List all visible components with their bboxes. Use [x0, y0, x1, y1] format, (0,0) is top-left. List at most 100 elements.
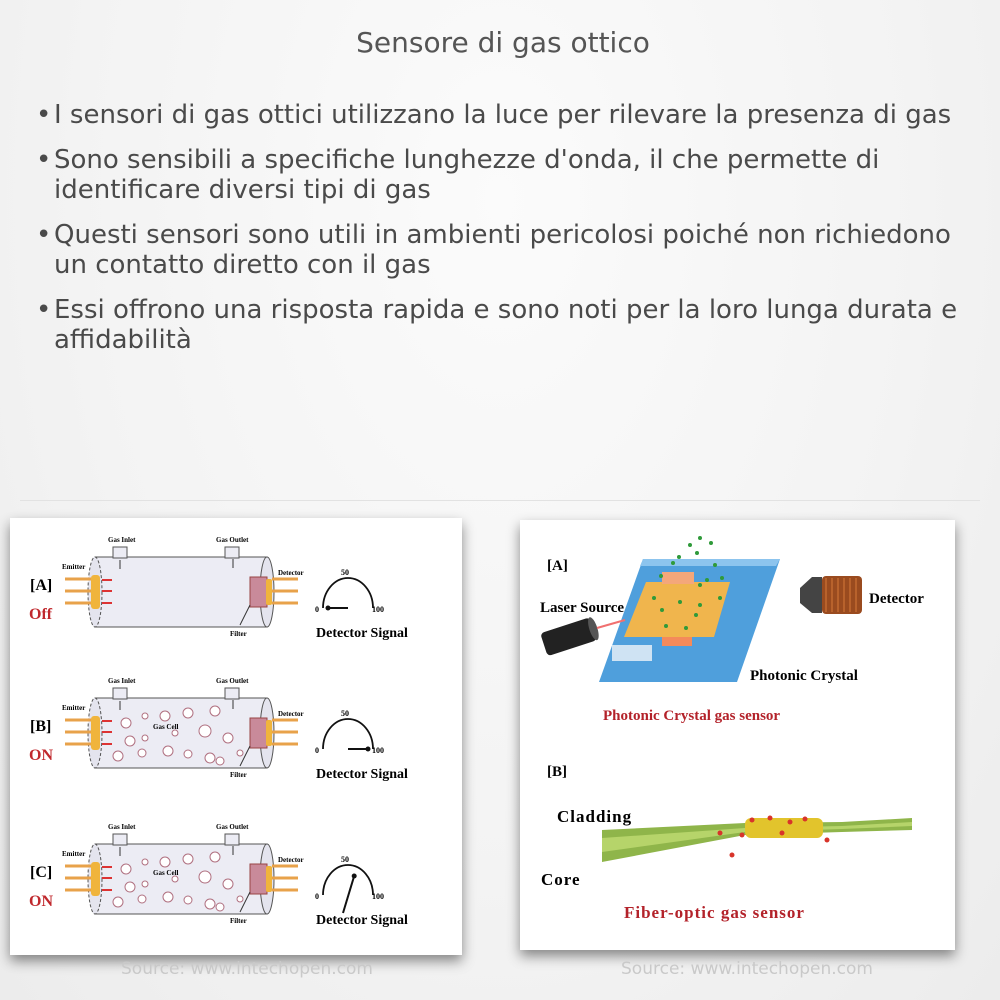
emitter-beams — [65, 577, 91, 605]
label-filter: Filter — [230, 630, 247, 638]
panel-tag: [C] — [30, 864, 52, 881]
gauge-arc — [322, 718, 374, 750]
gauge-max: 100 — [372, 746, 384, 755]
emitter-beams — [65, 864, 91, 892]
detector-beams — [272, 718, 298, 746]
filter-pointer — [239, 745, 251, 767]
gauge-min: 0 — [315, 892, 319, 901]
waveguide-out — [662, 637, 692, 646]
emitter — [91, 575, 100, 609]
gauge-needle-icon — [342, 875, 356, 914]
ndir-diagram: Gas Inlet Gas Outlet Emitter Detector Fi… — [29, 536, 408, 928]
label-filter: Filter — [230, 917, 247, 925]
detector-icon — [800, 576, 862, 614]
bullet-item: Sono sensibili a specifiche lunghezze d'… — [36, 145, 966, 205]
label-gas-cell: Gas Cell — [153, 869, 179, 877]
gas-outlet-port — [224, 687, 240, 700]
gauge-min: 0 — [315, 605, 319, 614]
gas-outlet-port — [224, 546, 240, 559]
label-gas-cell: Gas Cell — [153, 723, 179, 731]
optical-fiber — [602, 818, 912, 862]
label-gas-inlet: Gas Inlet — [108, 677, 136, 685]
emitter — [91, 716, 100, 750]
label-gas-outlet: Gas Outlet — [216, 823, 249, 831]
bullet-item: Essi offrono una risposta rapida e sono … — [36, 295, 966, 355]
caption-fiber-optic-sensor: Fiber-optic gas sensor — [624, 903, 805, 922]
detector-beams — [272, 864, 298, 892]
label-photonic-crystal: Photonic Crystal — [750, 668, 858, 684]
detector-element — [266, 866, 272, 892]
label-emitter: Emitter — [62, 704, 85, 712]
gauge-mid: 50 — [341, 709, 349, 718]
label-detector: Detector — [869, 591, 924, 607]
detector-element — [266, 720, 272, 746]
gas-particles — [717, 815, 830, 858]
light-arrows — [102, 579, 112, 604]
label-emitter: Emitter — [62, 563, 85, 571]
label-a: [A] — [547, 558, 568, 574]
panel-state: Off — [29, 606, 53, 623]
gauge-needle-tip — [365, 746, 371, 752]
label-emitter: Emitter — [62, 850, 85, 858]
bullet-item: I sensori di gas ottici utilizzano la lu… — [36, 100, 966, 130]
bullet-item: Questi sensori sono utili in ambienti pe… — [36, 220, 966, 280]
gauge-min: 0 — [315, 746, 319, 755]
panel-tag: [A] — [30, 577, 52, 594]
detector-element — [266, 579, 272, 605]
optical-sensor-types-figure: [A] Laser Source Detector Photonic Cryst… — [520, 520, 955, 950]
gauge-max: 100 — [372, 892, 384, 901]
label-gas-outlet: Gas Outlet — [216, 536, 249, 544]
label-b: [B] — [547, 764, 567, 780]
light-arrows — [102, 866, 112, 891]
gauge-mid: 50 — [341, 568, 349, 577]
filter — [249, 863, 268, 895]
label-detector: Detector — [278, 569, 304, 577]
slab-top-edge — [640, 559, 780, 566]
label-gas-inlet: Gas Inlet — [108, 536, 136, 544]
laser-beam — [596, 619, 626, 629]
gas-tube — [94, 843, 268, 915]
gas-tube — [94, 556, 268, 628]
filter-pointer — [239, 891, 251, 913]
gauge-max: 100 — [372, 605, 384, 614]
label-detector: Detector — [278, 710, 304, 718]
gauge-arc — [322, 864, 374, 896]
waveguide-in — [662, 572, 694, 584]
gas-outlet-port — [224, 833, 240, 846]
detector-beams — [272, 577, 298, 605]
filter — [249, 717, 268, 749]
crystal-lattice — [624, 582, 730, 637]
filter — [249, 576, 268, 608]
sensor-panel: Gas Inlet Gas Outlet Emitter Detector Fi… — [29, 677, 408, 782]
label-detector-signal: Detector Signal — [316, 626, 408, 641]
gas-inlet-port — [112, 546, 128, 559]
emitter-beams — [65, 718, 91, 746]
image-source-right: Source: www.intechopen.com — [621, 959, 873, 979]
label-detector: Detector — [278, 856, 304, 864]
laser-source-icon — [541, 617, 599, 656]
filter-pointer — [239, 604, 251, 626]
image-source-left: Source: www.intechopen.com — [121, 959, 373, 979]
gauge-needle-tip — [325, 605, 331, 611]
panel-state: ON — [29, 747, 53, 764]
label-gas-inlet: Gas Inlet — [108, 823, 136, 831]
caption-photonic-crystal-sensor: Photonic Crystal gas sensor — [603, 708, 780, 724]
gas-molecules — [652, 536, 724, 630]
label-cladding: Cladding — [557, 807, 632, 826]
page-title: Sensore di gas ottico — [356, 26, 650, 59]
gas-inlet-port — [112, 833, 128, 846]
bullet-list: I sensori di gas ottici utilizzano la lu… — [36, 100, 966, 370]
sensor-types-diagram: [A] Laser Source Detector Photonic Cryst… — [540, 536, 924, 922]
sensor-panel: Gas Inlet Gas Outlet Emitter Detector Fi… — [29, 823, 408, 928]
slab-pad — [612, 645, 652, 661]
panel-tag: [B] — [30, 718, 51, 735]
label-filter: Filter — [230, 771, 247, 779]
label-core: Core — [541, 870, 581, 889]
emitter — [91, 862, 100, 896]
sensor-panel: Gas Inlet Gas Outlet Emitter Detector Fi… — [29, 536, 408, 641]
label-detector-signal: Detector Signal — [316, 913, 408, 928]
panel-state: ON — [29, 893, 53, 910]
gas-inlet-port — [112, 687, 128, 700]
label-gas-outlet: Gas Outlet — [216, 677, 249, 685]
label-laser-source: Laser Source — [540, 600, 624, 616]
